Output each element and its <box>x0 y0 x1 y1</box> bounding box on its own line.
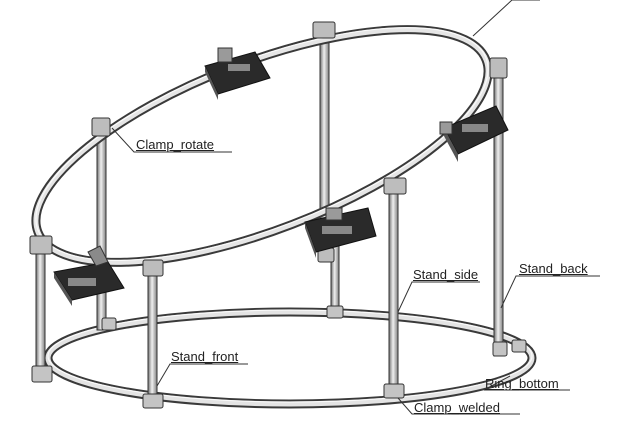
leader-stand-back <box>500 275 600 309</box>
label-clamp-welded: Clamp_welded <box>414 400 500 415</box>
leader-stand-front <box>156 363 248 387</box>
stand-front <box>147 261 158 405</box>
leader-lines <box>111 0 600 415</box>
clamp-welded-group <box>31 305 527 409</box>
camera-right <box>439 105 509 162</box>
bottom-ring <box>43 307 537 409</box>
leader-ring-bottom <box>483 375 570 391</box>
stand-side <box>388 183 399 397</box>
camera-front-center <box>304 207 377 258</box>
label-stand-front: Stand_front <box>171 349 239 364</box>
leader-stand-side <box>397 281 480 313</box>
camera-left <box>53 245 125 306</box>
label-stand-back: Stand_back <box>519 261 588 276</box>
camera-top <box>204 47 271 100</box>
stand-left <box>35 235 46 379</box>
label-clamp-rotate: Clamp_rotate <box>136 137 215 152</box>
label-ring-bottom: Ring_bottom <box>485 376 559 391</box>
upper-ring <box>31 25 493 267</box>
leader-clamp-rotate <box>111 127 232 153</box>
leader-top <box>472 0 540 37</box>
stand-back-left <box>96 119 107 331</box>
clamp-rotate-group <box>29 21 508 277</box>
leader-clamp-welded <box>397 397 520 415</box>
label-stand-side: Stand_side <box>413 267 479 282</box>
